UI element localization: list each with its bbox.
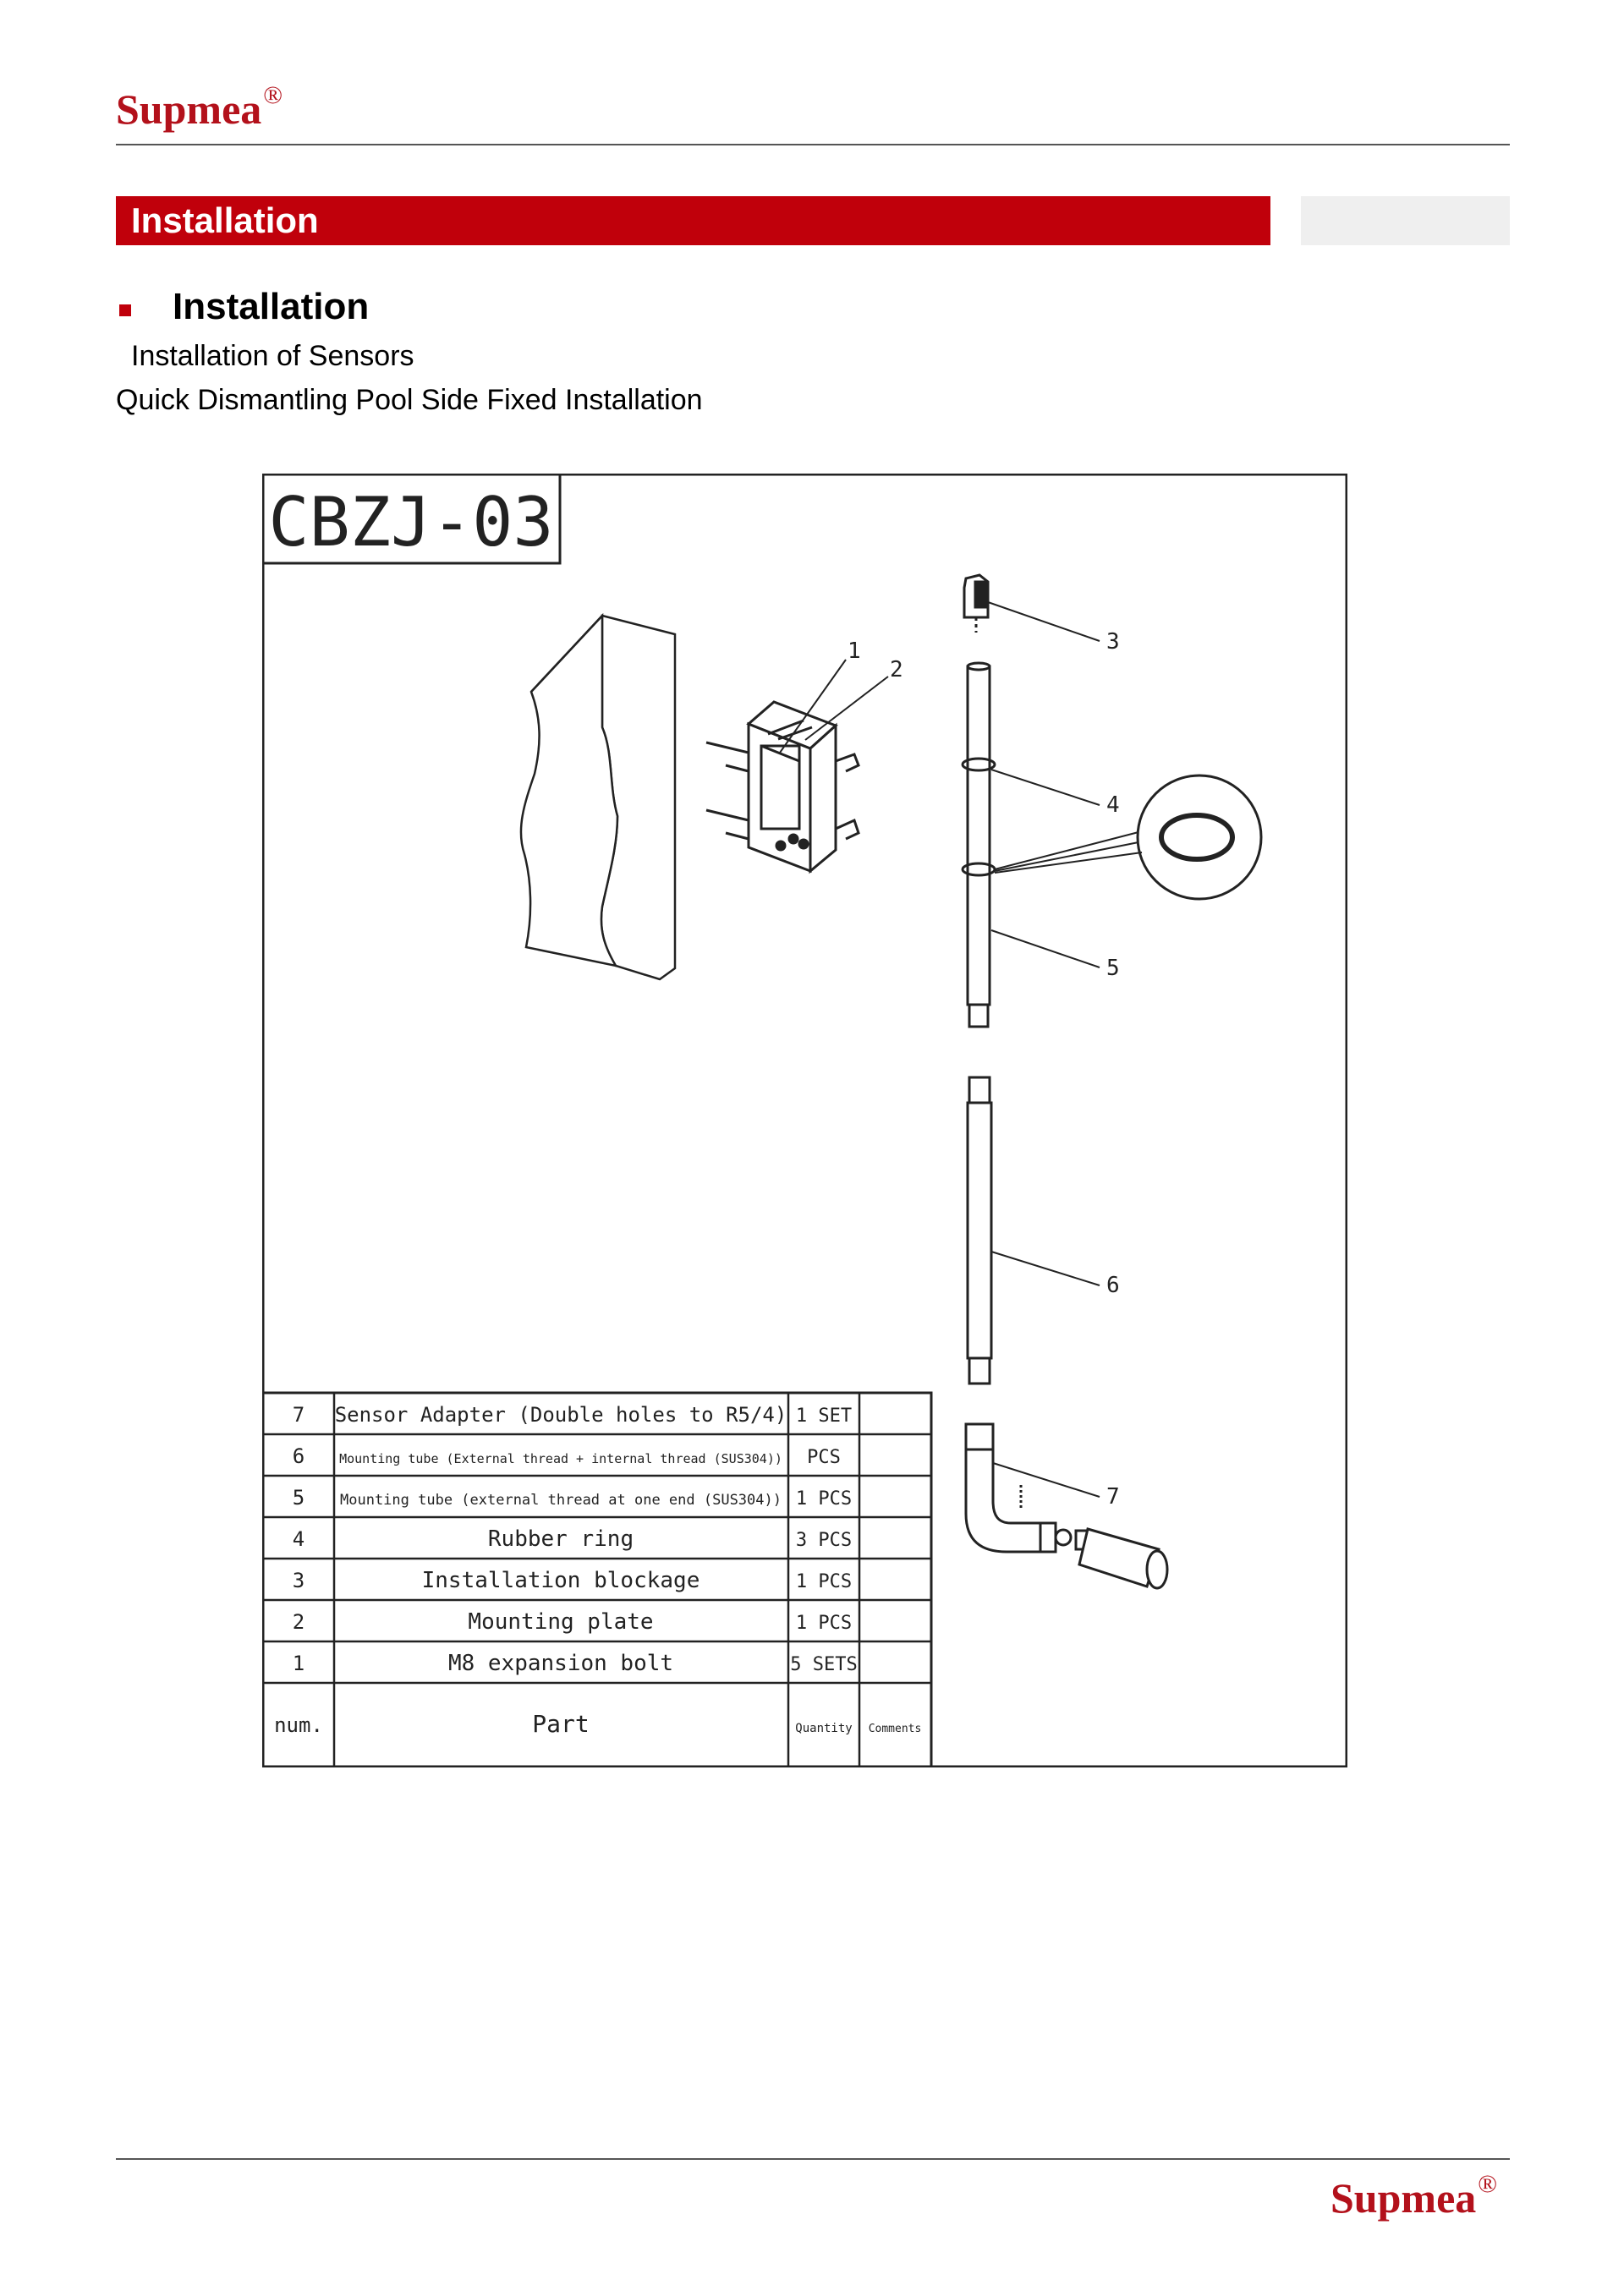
table-row: 4 Rubber ring 3 PCS — [293, 1526, 852, 1552]
drawing-title-box — [262, 474, 562, 565]
row-qty: PCS — [807, 1447, 841, 1468]
brand-name: Supmea — [116, 85, 262, 133]
callout-5: 5 — [1106, 956, 1120, 981]
drawing-title: CBZJ-03 — [268, 483, 553, 562]
row-part: Mounting plate — [468, 1609, 653, 1635]
header-divider — [116, 144, 1510, 145]
leader-3 — [987, 601, 1100, 642]
callout-7: 7 — [1106, 1484, 1120, 1510]
section-title-bar: Installation — [116, 196, 1270, 245]
row-num: 2 — [293, 1610, 304, 1634]
content-description: Quick Dismantling Pool Side Fixed Instal… — [116, 384, 703, 416]
leader-7 — [992, 1462, 1100, 1498]
mounting-tube-upper — [961, 661, 996, 1028]
table-row: 2 Mounting plate 1 PCS — [293, 1609, 852, 1635]
row-qty: 1 PCS — [796, 1613, 852, 1634]
row-part: Mounting tube (external thread at one en… — [340, 1492, 782, 1509]
callout-4: 4 — [1106, 792, 1120, 818]
expansion-bolts — [705, 741, 749, 841]
leader-6 — [990, 1251, 1100, 1286]
section-side-tab — [1301, 196, 1510, 245]
registered-mark: ® — [1478, 2170, 1498, 2198]
header-comments: Comments — [869, 1723, 922, 1735]
brand-logo-bottom: Supmea® — [1330, 2172, 1497, 2222]
brand-name: Supmea — [1330, 2174, 1477, 2222]
bullet-icon — [119, 304, 131, 316]
row-qty: 1 PCS — [796, 1488, 852, 1510]
table-row: 5 Mounting tube (external thread at one … — [293, 1486, 852, 1510]
row-part: M8 expansion bolt — [448, 1651, 673, 1676]
sensor-adapter — [964, 1422, 1169, 1590]
row-part: Sensor Adapter (Double holes to R5/4) — [335, 1403, 787, 1427]
callout-1: 1 — [848, 638, 861, 664]
rubber-ring-detail — [994, 774, 1263, 901]
leader-lines-1-2 — [779, 659, 889, 753]
row-num: 7 — [293, 1403, 304, 1427]
installation-blockage — [963, 573, 990, 633]
callout-3: 3 — [1106, 629, 1120, 655]
row-num: 3 — [293, 1569, 304, 1592]
table-row: 1 M8 expansion bolt 5 SETS — [293, 1651, 858, 1676]
table-row: 6 Mounting tube (External thread + inter… — [293, 1444, 841, 1468]
leader-5 — [990, 929, 1100, 968]
registered-mark: ® — [263, 81, 283, 109]
row-num: 1 — [293, 1652, 304, 1675]
header-part: Part — [532, 1710, 589, 1738]
row-num: 5 — [293, 1486, 304, 1510]
section-title: Installation — [131, 200, 319, 240]
row-qty: 5 SETS — [790, 1654, 857, 1675]
row-part: Installation blockage — [422, 1568, 700, 1593]
row-part: Mounting tube (External thread + interna… — [339, 1451, 782, 1466]
row-qty: 1 SET — [796, 1406, 852, 1427]
content-heading: Installation — [173, 286, 370, 327]
table-row: 3 Installation blockage 1 PCS — [293, 1568, 852, 1593]
content-subheading: Installation of Sensors — [131, 340, 414, 372]
parts-table: 7 Sensor Adapter (Double holes to R5/4) … — [262, 1391, 933, 1767]
row-part: Rubber ring — [488, 1526, 634, 1552]
callout-2: 2 — [890, 657, 903, 682]
table-header-row: num. Part Quantity Comments — [274, 1710, 921, 1738]
table-row: 7 Sensor Adapter (Double holes to R5/4) … — [293, 1403, 852, 1427]
mounting-tube-lower — [966, 1076, 993, 1385]
header-num: num. — [274, 1713, 323, 1737]
mounting-plate — [746, 700, 860, 874]
installation-drawing: CBZJ-03 1 2 3 — [262, 474, 1347, 1767]
row-qty: 3 PCS — [796, 1530, 852, 1551]
leader-4 — [990, 769, 1100, 806]
row-qty: 1 PCS — [796, 1571, 852, 1592]
row-num: 6 — [293, 1444, 304, 1468]
wall-block — [519, 612, 677, 981]
footer-divider — [116, 2158, 1510, 2160]
brand-logo-top: Supmea® — [116, 83, 283, 133]
row-num: 4 — [293, 1527, 304, 1551]
header-quantity: Quantity — [795, 1722, 852, 1735]
callout-6: 6 — [1106, 1273, 1120, 1298]
